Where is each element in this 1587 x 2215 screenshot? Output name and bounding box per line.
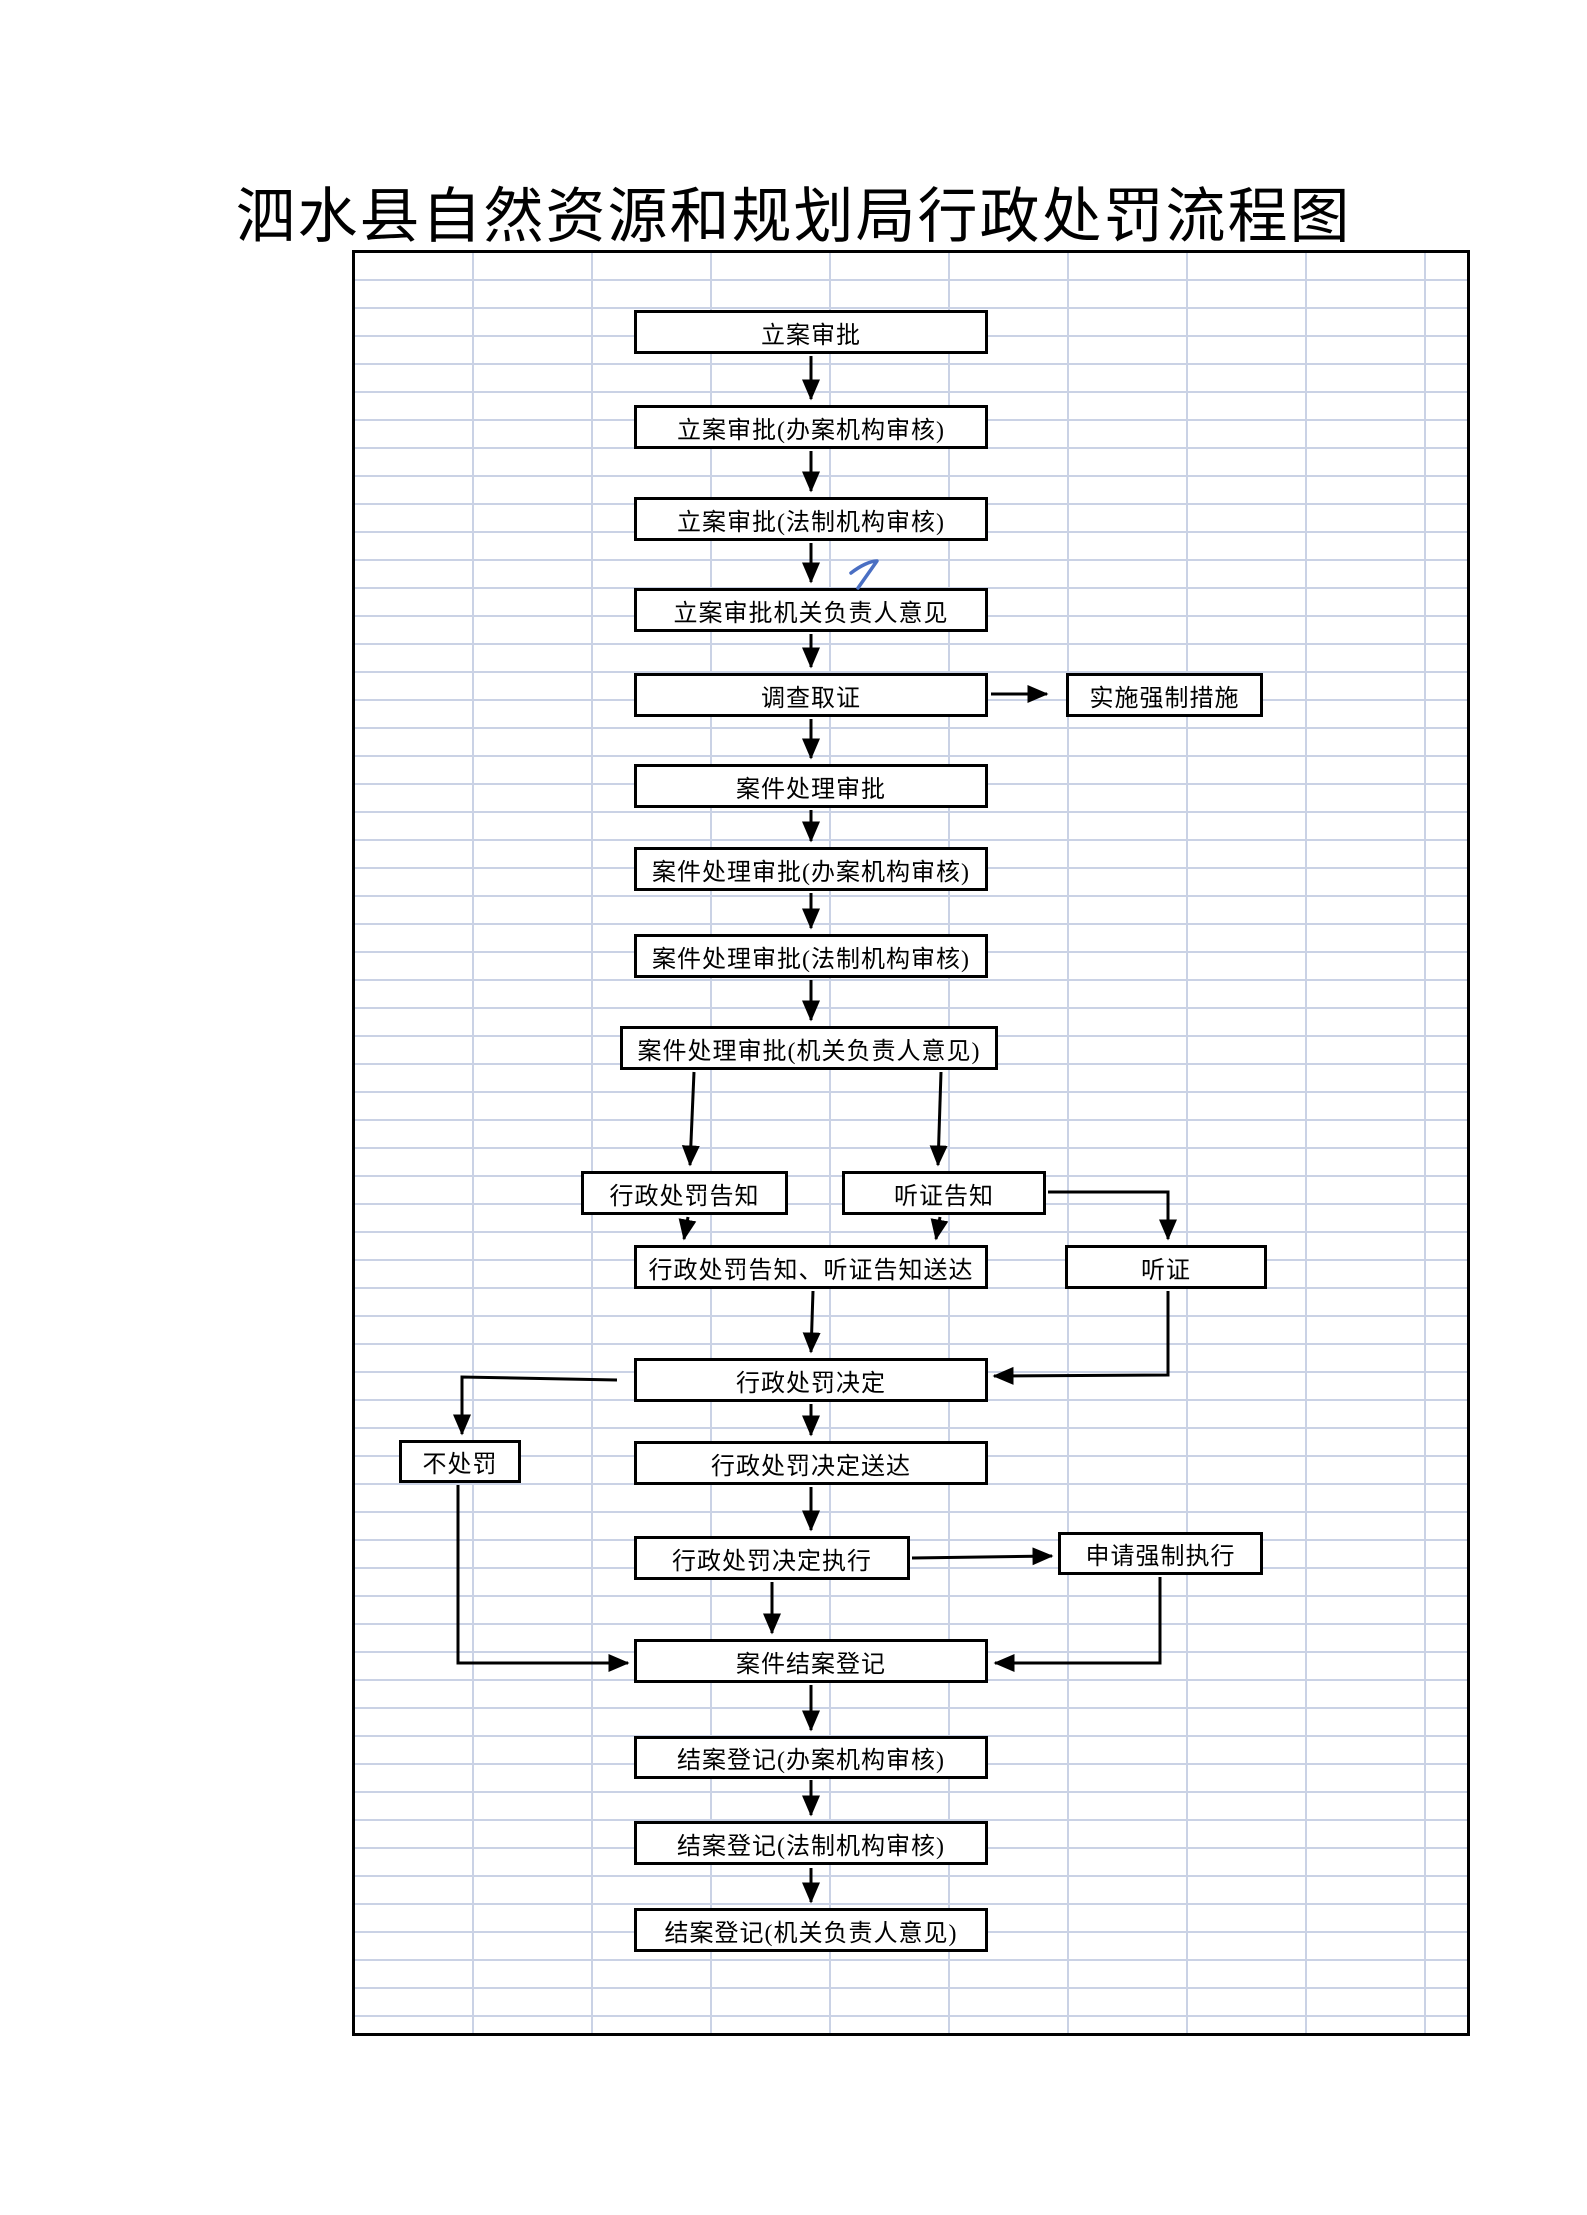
flow-node-lian-fuzeren: 立案审批机关负责人意见: [634, 588, 988, 632]
flow-node-shenqing-qiangzhi: 申请强制执行: [1058, 1532, 1263, 1575]
flow-node-anjian-fazhi: 案件处理审批(法制机构审核): [634, 934, 988, 978]
flow-node-lian-banan: 立案审批(办案机构审核): [634, 405, 988, 449]
flow-node-gaozhi-songda: 行政处罚告知、听证告知送达: [634, 1245, 988, 1289]
flow-node-anjian-banan: 案件处理审批(办案机构审核): [634, 847, 988, 891]
spreadsheet-grid-frame: [352, 250, 1470, 2036]
flow-node-jueding-songda: 行政处罚决定送达: [634, 1441, 988, 1485]
flow-node-jiean-fuzeren: 结案登记(机关负责人意见): [634, 1908, 988, 1952]
flow-node-jiean-fazhi: 结案登记(法制机构审核): [634, 1821, 988, 1865]
flow-node-jiean-dengji: 案件结案登记: [634, 1639, 988, 1683]
flow-node-lian-fazhi: 立案审批(法制机构审核): [634, 497, 988, 541]
flow-node-lian-shenpi: 立案审批: [634, 310, 988, 354]
flow-node-tingzheng: 听证: [1065, 1245, 1267, 1289]
page-title: 泗水县自然资源和规划局行政处罚流程图: [235, 184, 1352, 250]
flow-node-jueding-zhixing: 行政处罚决定执行: [634, 1536, 910, 1580]
flow-node-anjian-shenpi: 案件处理审批: [634, 764, 988, 808]
flow-node-shishi-qiangzhi: 实施强制措施: [1066, 673, 1263, 717]
flow-node-jiean-banan: 结案登记(办案机构审核): [634, 1736, 988, 1779]
flow-node-bu-chufa: 不处罚: [399, 1440, 521, 1483]
flow-node-diaocha-quzheng: 调查取证: [634, 673, 988, 717]
flow-node-chufa-gaozhi: 行政处罚告知: [581, 1171, 788, 1215]
flow-node-chufa-jueding: 行政处罚决定: [634, 1358, 988, 1402]
flow-node-anjian-fuzeren: 案件处理审批(机关负责人意见): [620, 1026, 998, 1070]
flow-node-tingzheng-gaozhi: 听证告知: [842, 1171, 1046, 1215]
